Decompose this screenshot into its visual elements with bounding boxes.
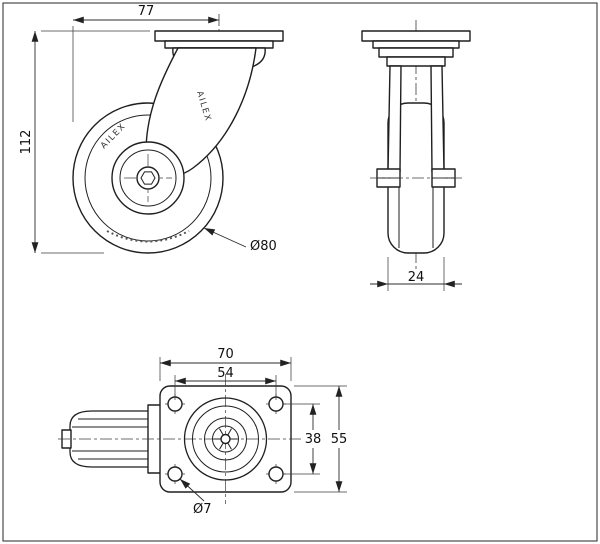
swivel-ring-outer [183,397,268,481]
bolt-spacing-length-label: 54 [217,366,234,381]
dim-overall-height: 112 [19,30,150,254]
swivel-offset-label: 77 [138,4,155,19]
front-view [361,20,471,272]
wheel-diameter-label: Ø80 [250,239,277,254]
kingpin-ring [212,425,239,453]
plate-length-label: 70 [217,347,234,362]
overall-height-label: 112 [19,130,34,155]
plate-width-label: 55 [331,432,348,447]
bolt-hole-bottom-right [266,464,286,484]
kingpin-center [220,433,231,445]
wheel-tread-inner [84,114,212,242]
front-fork-leg-left [387,65,402,173]
dim-bolt-spacing-width: 38 [284,403,322,475]
dim-wheel-width: 24 [370,257,462,291]
side-view: AILEX AILEX [72,14,284,254]
bolt-hole-diameter-label: Ø7 [193,502,212,517]
bolt-hole-bottom-left [165,464,185,484]
dim-swivel-offset: 77 [72,4,219,122]
rim-text-marks [106,230,190,243]
side-top-plate [154,30,284,42]
swivel-ring [204,417,247,461]
leader-line [179,478,205,502]
side-plate-flange [164,40,274,49]
wheel-width-label: 24 [408,270,425,285]
axle-hole [136,166,160,190]
plan-view [58,374,302,504]
front-plate-flange [372,40,460,49]
front-swivel-housing [378,47,454,58]
dim-bolt-hole-diameter: Ø7 [179,478,212,517]
front-fork-leg-right [430,65,445,173]
dim-plate-length: 70 [159,347,292,381]
front-swivel-ring [386,56,446,67]
leader-line [203,227,247,248]
axle-hex [140,171,156,185]
dim-plate-width: 55 [294,385,348,493]
dim-bolt-spacing-length: 54 [174,366,277,400]
hub-ring [119,149,177,207]
dim-wheel-diameter: Ø80 [203,227,277,254]
swivel-ring [192,405,259,473]
bolt-spacing-width-label: 38 [305,432,322,447]
front-top-plate [361,30,471,42]
